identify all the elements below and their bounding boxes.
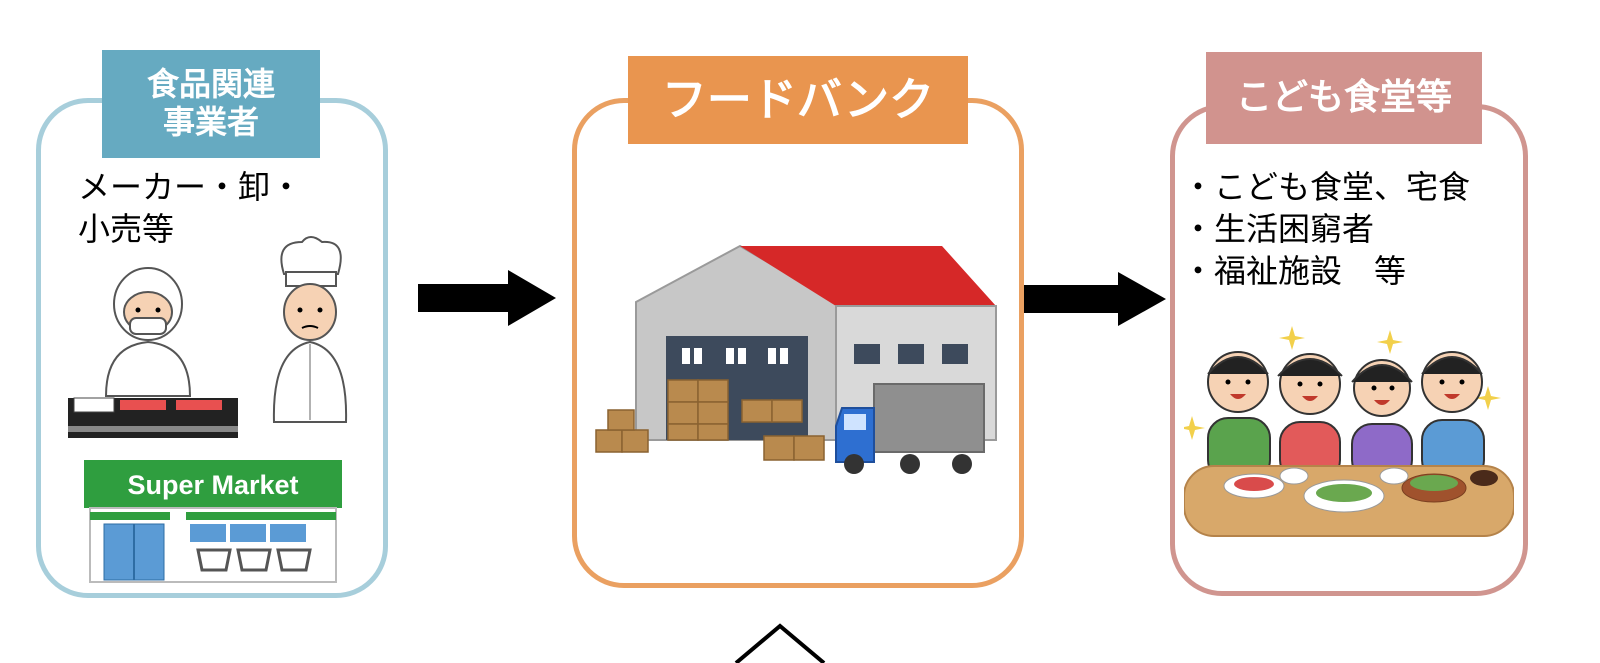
recipients-item-2: ・生活困窮者 xyxy=(1182,210,1375,248)
supermarket-illustration: Super Market xyxy=(84,460,342,583)
suppliers-desc-line1: メーカー・卸・ xyxy=(78,168,303,206)
chevron-up-icon xyxy=(734,623,826,663)
factory-worker-illustration xyxy=(68,267,238,438)
suppliers-header-line2: 事業者 xyxy=(162,103,259,141)
foodbank-header: フードバンク xyxy=(628,56,968,144)
children-eating-illustration xyxy=(1184,326,1514,537)
arrow-right-icon xyxy=(418,270,556,326)
warehouse-illustration xyxy=(595,244,997,474)
suppliers-header: 食品関連 事業者 xyxy=(102,50,320,158)
suppliers-desc-line2: 小売等 xyxy=(78,210,175,248)
suppliers-header-line1: 食品関連 xyxy=(146,65,275,104)
recipients-header: こども食堂等 xyxy=(1206,52,1482,144)
arrow-right-icon xyxy=(1024,272,1166,326)
suppliers-description: メーカー・卸・ 小売等 xyxy=(78,166,302,250)
recipients-item-1: ・こども食堂、宅食 xyxy=(1182,168,1471,206)
store-sign-text: Super Market xyxy=(127,470,298,500)
recipients-item-3: ・福祉施設 等 xyxy=(1182,252,1407,290)
recipients-list: ・こども食堂、宅食 ・生活困窮者 ・福祉施設 等 xyxy=(1182,166,1470,292)
chef-illustration xyxy=(272,236,348,423)
